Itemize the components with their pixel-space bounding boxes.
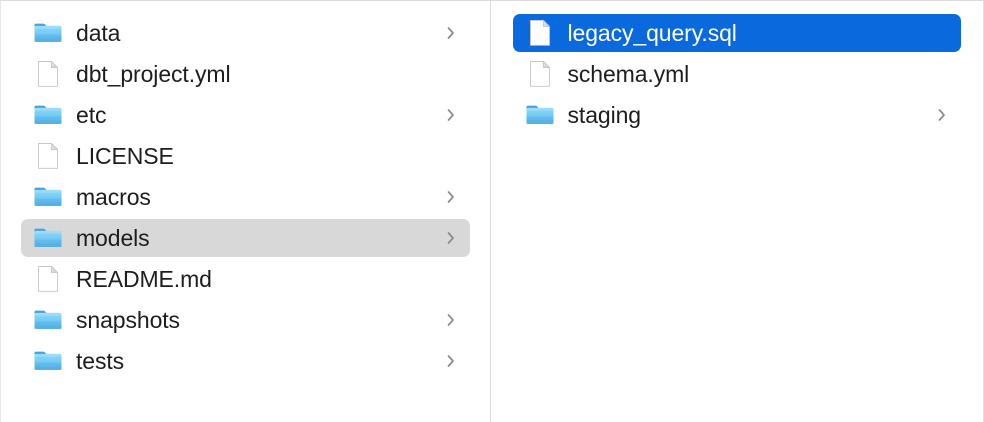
file-row[interactable]: snapshots xyxy=(21,301,470,339)
file-row[interactable]: etc xyxy=(21,96,470,134)
finder-column-child[interactable]: legacy_query.sql schema.yml staging xyxy=(491,1,984,422)
document-icon xyxy=(33,141,63,171)
file-row[interactable]: README.md xyxy=(21,260,470,298)
document-icon xyxy=(525,59,555,89)
file-name-label: tests xyxy=(76,348,125,374)
chevron-right-icon[interactable] xyxy=(446,107,456,123)
file-row[interactable]: data xyxy=(21,14,470,52)
file-row[interactable]: LICENSE xyxy=(21,137,470,175)
folder-icon xyxy=(33,346,63,376)
file-row[interactable]: macros xyxy=(21,178,470,216)
chevron-right-icon[interactable] xyxy=(446,353,456,369)
file-name-label: snapshots xyxy=(76,307,180,333)
folder-icon xyxy=(33,100,63,130)
file-name-label: staging xyxy=(567,102,642,128)
file-name-label: schema.yml xyxy=(567,61,690,87)
file-name-label: legacy_query.sql xyxy=(567,20,737,46)
chevron-right-icon[interactable] xyxy=(446,25,456,41)
chevron-right-icon[interactable] xyxy=(446,189,456,205)
document-icon xyxy=(33,59,63,89)
document-icon xyxy=(525,18,555,48)
column-item-list: legacy_query.sql schema.yml staging xyxy=(491,1,984,134)
file-name-label: models xyxy=(76,225,150,251)
folder-icon xyxy=(33,223,63,253)
folder-icon xyxy=(33,18,63,48)
file-row[interactable]: legacy_query.sql xyxy=(512,14,961,52)
file-name-label: README.md xyxy=(76,266,212,292)
file-row[interactable]: models xyxy=(21,219,470,257)
chevron-right-icon[interactable] xyxy=(446,312,456,328)
file-row[interactable]: schema.yml xyxy=(513,55,962,93)
file-name-label: macros xyxy=(76,184,151,210)
file-row[interactable]: tests xyxy=(21,342,470,380)
chevron-right-icon[interactable] xyxy=(937,107,947,123)
chevron-right-icon[interactable] xyxy=(446,230,456,246)
document-icon xyxy=(33,264,63,294)
file-name-label: etc xyxy=(76,102,107,128)
file-row[interactable]: staging xyxy=(513,96,962,134)
file-row[interactable]: dbt_project.yml xyxy=(21,55,470,93)
folder-icon xyxy=(33,182,63,212)
folder-icon xyxy=(525,100,555,130)
folder-icon xyxy=(33,305,63,335)
file-name-label: dbt_project.yml xyxy=(76,61,231,87)
file-name-label: data xyxy=(76,20,121,46)
file-name-label: LICENSE xyxy=(76,143,174,169)
